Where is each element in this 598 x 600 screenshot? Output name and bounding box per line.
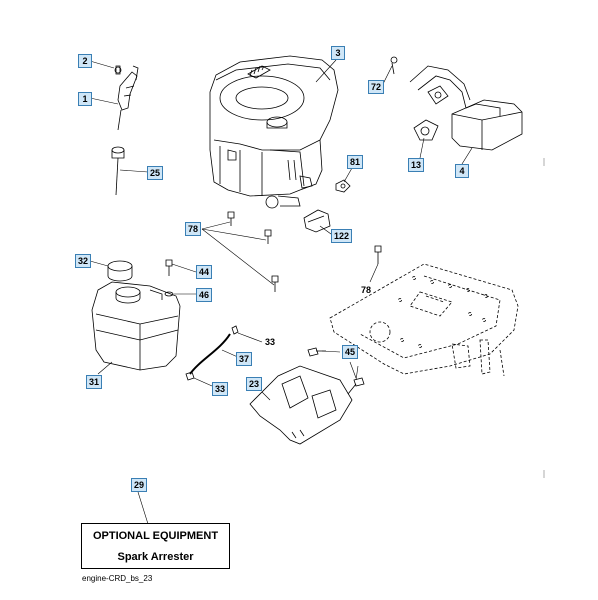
bracket-122-drawing [303,209,331,233]
frame-drawing [329,263,519,377]
optional-equipment-title: OPTIONAL EQUIPMENT [92,530,219,542]
bolt-44-washer-46-drawing [164,259,174,297]
leader-lines [89,59,473,525]
engine-drawing [209,55,339,209]
diagram-caption: engine-CRD_bs_23 [82,574,153,583]
leader-lines-78 [201,221,275,286]
heat-shield-drawing [249,365,353,445]
callout-23: 23 [246,377,263,391]
spark-arrester-label: Spark Arrester [117,551,194,563]
callout-72: 72 [368,80,385,94]
callout-3: 3 [331,46,345,60]
callout-32: 32 [75,254,92,268]
optional-equipment-box: OPTIONAL EQUIPMENT Spark Arrester [81,523,230,569]
callout-45: 45 [342,345,359,359]
callout-122: 122 [331,229,353,243]
fuel-cap-drawing [107,260,133,282]
bolts-78-drawing [227,211,382,292]
callout-44: 44 [196,265,213,279]
dipstick-drawing [111,146,125,196]
callout-29: 29 [131,478,148,492]
bolt-81-drawing [335,179,351,193]
callout-78: 78 [185,222,202,236]
callout-33: 33 [212,382,229,396]
callout-2: 2 [78,54,92,68]
callout-37: 37 [236,352,253,366]
callout-4: 4 [455,164,469,178]
throttle-control-drawing [114,65,139,131]
callout-81: 81 [347,155,364,169]
label-33: 33 [265,337,276,347]
callout-1: 1 [78,92,92,106]
callout-13: 13 [408,158,425,172]
label-78: 78 [361,285,372,295]
callout-25: 25 [147,166,164,180]
fuel-tank-drawing [91,281,181,371]
callout-46: 46 [196,288,213,302]
muffler-drawing [390,56,523,151]
bolts-45-drawing [307,347,365,395]
fuel-hose-drawing [185,325,263,387]
callout-31: 31 [86,375,103,389]
